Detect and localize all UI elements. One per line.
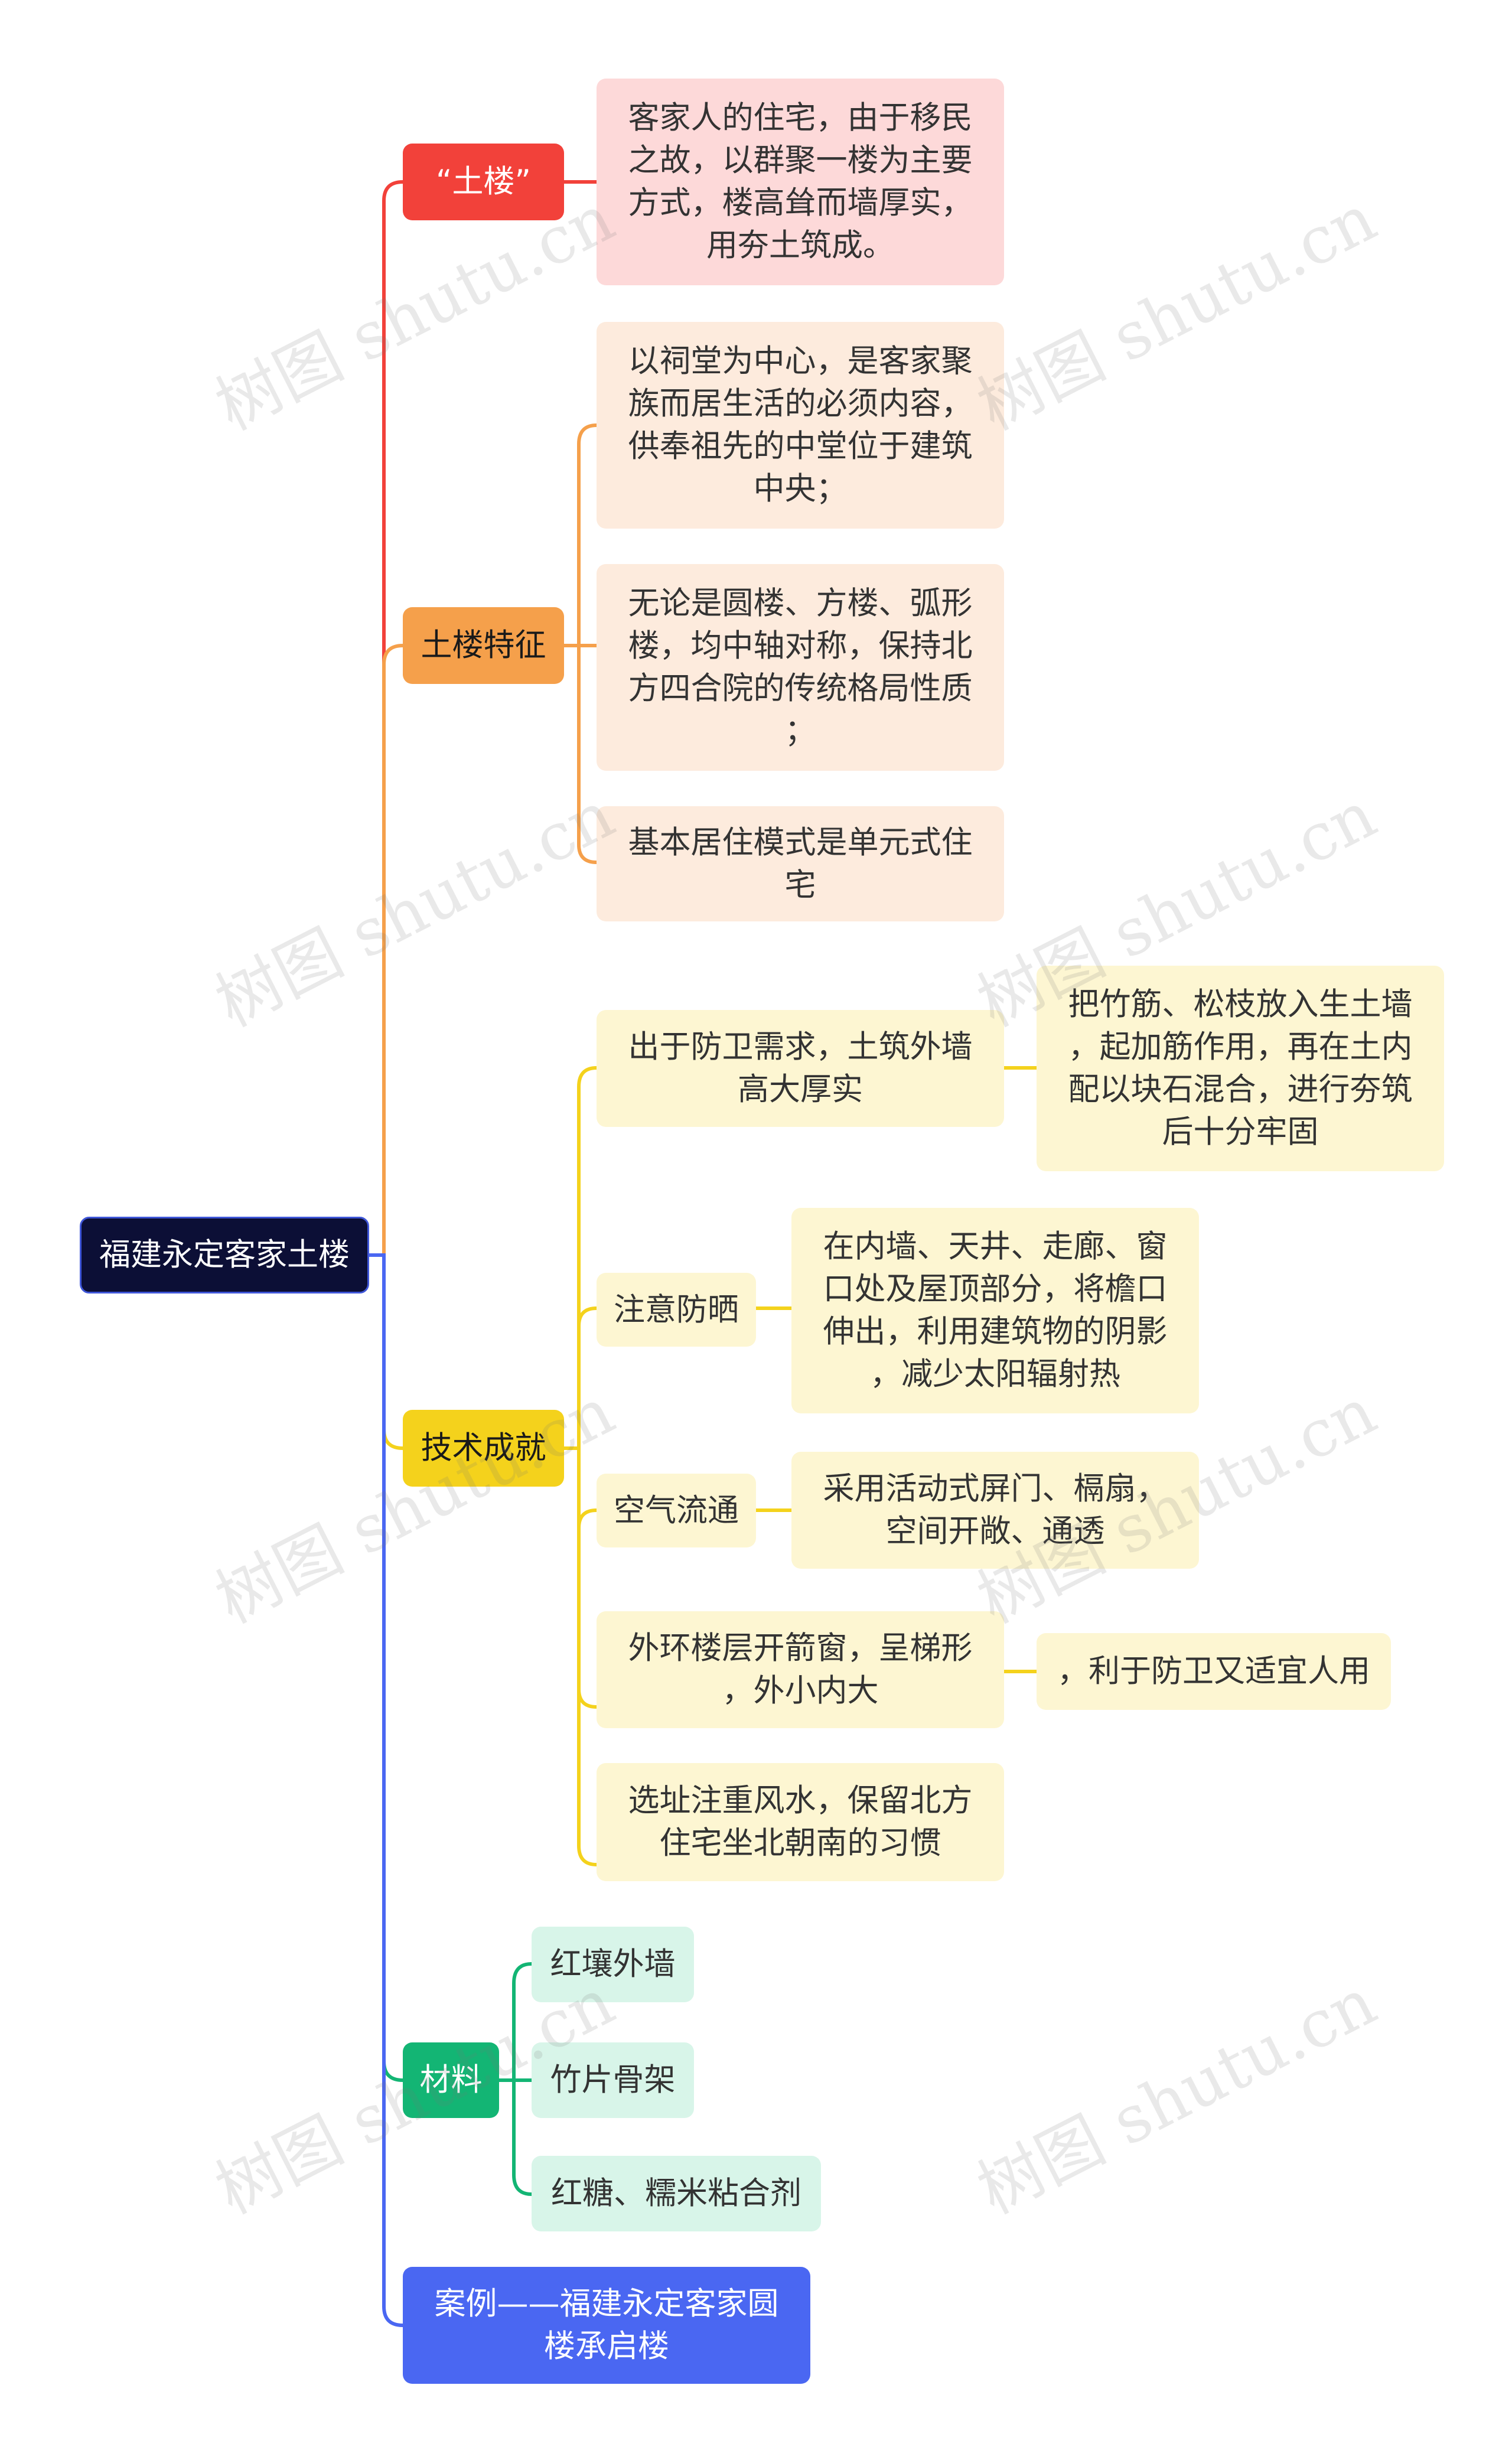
trunk-yellow-line <box>367 1253 405 1450</box>
feature-item-2-text: 无论是圆楼、方楼、弧形 楼，均中轴对称，保持北 方四合院的传统格局性质 ； <box>628 585 973 749</box>
material-item-3[interactable]: 红糖、糯米粘合剂 <box>532 2156 821 2231</box>
feature-item-2[interactable]: 无论是圆楼、方楼、弧形 楼，均中轴对称，保持北 方四合院的传统格局性质 ； <box>597 564 1004 771</box>
branch-tulou-label: “土楼” <box>436 164 531 200</box>
tech-item-5[interactable]: 选址注重风水，保留北方 住宅坐北朝南的习惯 <box>597 1763 1004 1881</box>
material-item-3-text: 红糖、糯米粘合剂 <box>551 2175 801 2211</box>
branch-materials-label: 材料 <box>419 2062 483 2098</box>
tech-item-2-text: 注意防晒 <box>614 1291 739 1328</box>
yellow-item-2-line <box>562 1306 598 1450</box>
green-item-1-line <box>497 1962 533 2082</box>
root-label: 福建永定客家土楼 <box>99 1237 350 1273</box>
branch-features[interactable]: 土楼特征 <box>403 607 564 684</box>
green-item-3-line <box>497 2078 533 2196</box>
trunk-green-line <box>367 1253 405 2082</box>
feature-item-3-text: 基本居住模式是单元式住 宅 <box>628 824 973 903</box>
tech-item-3-detail-text: 采用活动式屏门、槅扇， 空间开敞、通透 <box>823 1471 1168 1549</box>
tech-item-4[interactable]: 外环楼层开箭窗，呈梯形 ，外小内大 <box>597 1611 1004 1728</box>
material-item-2[interactable]: 竹片骨架 <box>532 2042 694 2118</box>
tulou-leaf[interactable]: 客家人的住宅，由于移民 之故，以群聚一楼为主要 方式，楼高耸而墙厚实， 用夯土筑… <box>597 79 1004 285</box>
tech-item-2[interactable]: 注意防晒 <box>597 1273 756 1347</box>
trunk-orange-line <box>367 644 405 1257</box>
tech-item-2-detail-text: 在内墙、天井、走廊、窗 口处及屋顶部分，将檐口 伸出，利用建筑物的阴影 ，减少太… <box>823 1229 1168 1392</box>
feature-item-1-text: 以祠堂为中心，是客家聚 族而居生活的必须内容， 供奉祖先的中堂位于建筑 中央； <box>628 343 973 507</box>
tech-item-1[interactable]: 出于防卫需求，土筑外墙 高大厚实 <box>597 1010 1004 1127</box>
branch-case-label: 案例——福建永定客家圆 楼承启楼 <box>434 2286 779 2364</box>
tech-item-1-detail[interactable]: 把竹筋、松枝放入生土墙 ，起加筋作用，再在土内 配以块石混合，进行夯筑 后十分牢… <box>1037 966 1444 1171</box>
branch-features-label: 土楼特征 <box>421 627 546 663</box>
tech-item-5-text: 选址注重风水，保留北方 住宅坐北朝南的习惯 <box>628 1783 973 1861</box>
branch-tech-label: 技术成就 <box>421 1430 546 1466</box>
yellow-item-5-line <box>562 1446 598 1866</box>
tech-item-4-text: 外环楼层开箭窗，呈梯形 ，外小内大 <box>628 1630 973 1709</box>
trunk-blue-line <box>367 1253 405 2327</box>
branch-case[interactable]: 案例——福建永定客家圆 楼承启楼 <box>403 2267 810 2384</box>
tech-item-4-detail-text: ，利于防卫又适宜人用 <box>1057 1653 1370 1689</box>
root-node[interactable]: 福建永定客家土楼 <box>80 1217 369 1293</box>
orange-leaf-1-line <box>562 423 598 647</box>
tulou-leaf-text: 客家人的住宅，由于移民 之故，以群聚一楼为主要 方式，楼高耸而墙厚实， 用夯土筑… <box>628 100 973 263</box>
tech-item-3-detail[interactable]: 采用活动式屏门、槅扇， 空间开敞、通透 <box>791 1452 1199 1569</box>
orange-leaf-3-line <box>562 644 598 864</box>
tech-item-4-detail[interactable]: ，利于防卫又适宜人用 <box>1037 1633 1391 1710</box>
tech-item-3[interactable]: 空气流通 <box>597 1474 756 1547</box>
branch-tech[interactable]: 技术成就 <box>403 1410 564 1487</box>
tech-item-1-detail-text: 把竹筋、松枝放入生土墙 ，起加筋作用，再在土内 配以块石混合，进行夯筑 后十分牢… <box>1068 986 1413 1150</box>
trunk-red-line <box>367 180 405 1257</box>
material-item-1-text: 红壤外墙 <box>550 1946 676 1982</box>
material-item-1[interactable]: 红壤外墙 <box>532 1927 694 2002</box>
feature-item-1[interactable]: 以祠堂为中心，是客家聚 族而居生活的必须内容， 供奉祖先的中堂位于建筑 中央； <box>597 322 1004 529</box>
branch-materials[interactable]: 材料 <box>403 2042 499 2118</box>
feature-item-3[interactable]: 基本居住模式是单元式住 宅 <box>597 806 1004 921</box>
yellow-item-1-line <box>562 1066 598 1450</box>
tech-item-1-text: 出于防卫需求，土筑外墙 高大厚实 <box>628 1029 973 1107</box>
tech-item-3-text: 空气流通 <box>614 1492 739 1529</box>
material-item-2-text: 竹片骨架 <box>550 2062 676 2098</box>
tech-item-2-detail[interactable]: 在内墙、天井、走廊、窗 口处及屋顶部分，将檐口 伸出，利用建筑物的阴影 ，减少太… <box>791 1208 1199 1413</box>
branch-tulou[interactable]: “土楼” <box>403 144 564 220</box>
